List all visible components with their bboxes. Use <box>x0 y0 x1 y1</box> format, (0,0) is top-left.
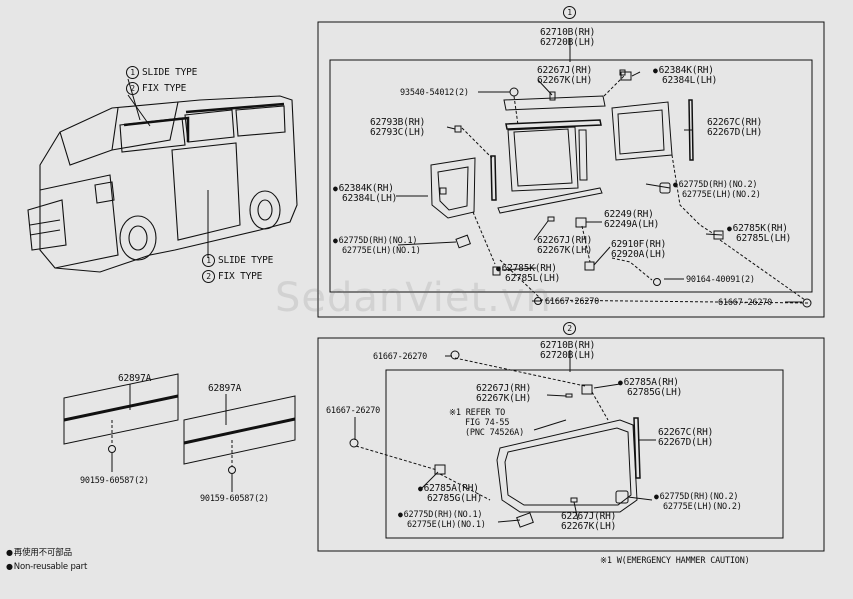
s1-label-f: 62384K(RH)62384L(LH) <box>333 184 398 204</box>
s2-label-a: 61667-26270 <box>373 352 428 362</box>
s1-label-a: 93540-54012(2) <box>400 88 469 98</box>
left-label-a: 62897A <box>118 373 152 384</box>
left-panels <box>63 373 296 492</box>
s1-label-m: 62785K(RH)62785L(LH) <box>496 264 561 284</box>
s2-label-i: 62267J(RH)62267K(LH) <box>561 511 617 532</box>
left-label-c: 90159-60587(2) <box>80 476 149 486</box>
s1-label-k: 62267J(RH)62267K(LH) <box>537 235 593 256</box>
section-2-marker: 2 <box>563 322 579 335</box>
s2-label-h: 62775D(RH)(NO.1)62775E(LH)(NO.1) <box>398 510 486 530</box>
s2-label-d: 61667-26270 <box>326 406 381 416</box>
s1-label-n: 90164-40091(2) <box>686 275 755 285</box>
s1-label-e: 62267C(RH)62267D(LH) <box>707 117 763 138</box>
left-label-b: 62897A <box>208 383 242 394</box>
s1-label-l: 62910F(RH)62920A(LH) <box>611 239 667 260</box>
legend-cn: 再使用不可部品 <box>6 548 72 558</box>
s2-label-j: 62775D(RH)(NO.2)62775E(LH)(NO.2) <box>654 492 742 512</box>
s1-label-j: 62775D(RH)(NO.1)62775E(LH)(NO.1) <box>333 236 421 256</box>
s1-label-i: 62785K(RH)62785L(LH) <box>727 224 792 244</box>
s1-label-b: 62267J(RH)62267K(LH) <box>537 65 593 86</box>
legend-en: Non-reusable part <box>6 562 87 572</box>
s2-label-f: 62267C(RH)62267D(LH) <box>658 427 714 448</box>
van-leader-2 <box>127 94 151 127</box>
s1-header: 62710B(RH)62720B(LH) <box>540 27 596 48</box>
section-2-frame <box>317 337 825 552</box>
s1-label-g: 62775D(RH)(NO.2)62775E(LH)(NO.2) <box>673 180 761 200</box>
s2-label-b: 62267J(RH)62267K(LH) <box>476 383 532 404</box>
section-2-parts <box>349 350 641 528</box>
van-illustration <box>27 95 298 273</box>
caution-note: ※1 W(EMERGENCY HAMMER CAUTION) <box>600 556 750 566</box>
s1-label-o: 61667-26270 <box>545 297 600 307</box>
section-1-parts <box>430 69 812 308</box>
s2-label-c: 62785A(RH)62785G(LH) <box>618 378 683 398</box>
left-label-d: 90159-60587(2) <box>200 494 269 504</box>
section-1-inner-frame <box>329 59 813 293</box>
s1-label-p: 61667-26270 <box>718 298 773 308</box>
s2-label-g: 62785A(RH)62785G(LH) <box>418 484 483 504</box>
watermark: SedanViet.vn <box>275 275 552 321</box>
section-1-marker: 1 <box>563 6 579 19</box>
s1-label-h: 62249(RH)62249A(LH) <box>604 209 660 230</box>
s2-header: 62710B(RH)62720B(LH) <box>540 340 596 361</box>
section-2-inner-frame <box>385 369 784 539</box>
s1-label-d: 62793B(RH)62793C(LH) <box>370 117 426 138</box>
s1-label-c: 62384K(RH)62384L(LH) <box>653 66 718 86</box>
section-1-frame <box>317 21 825 318</box>
